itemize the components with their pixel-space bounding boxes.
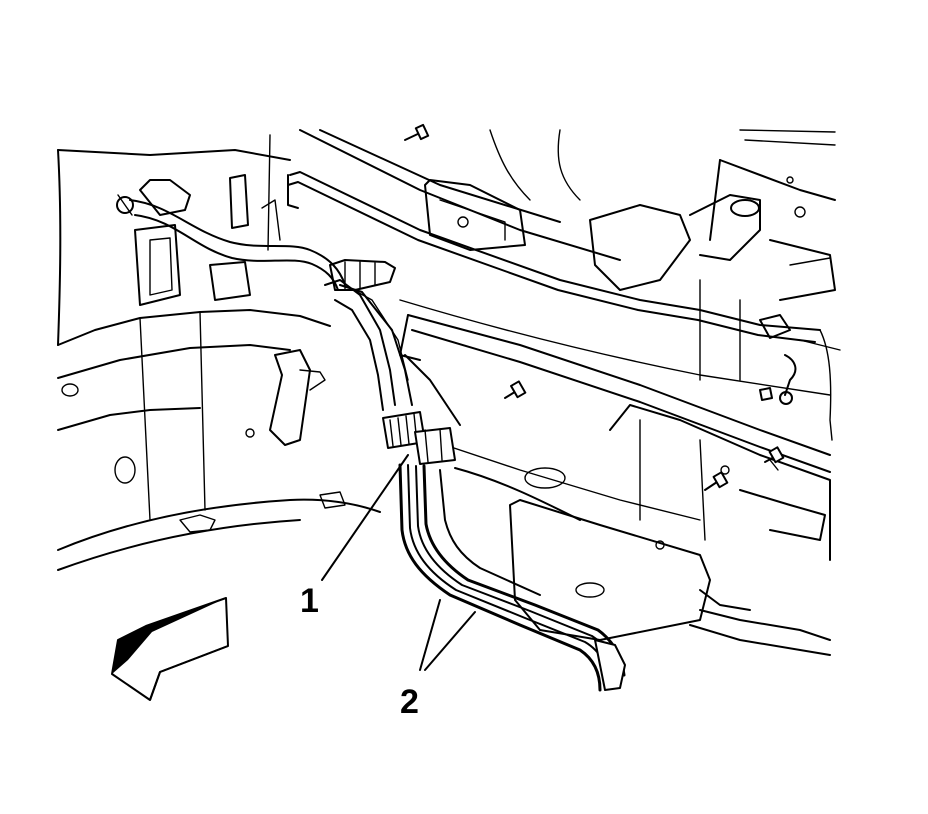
callout-2-label: 2 xyxy=(400,683,419,721)
frame-structure xyxy=(299,129,836,381)
coolant-hose xyxy=(116,179,346,306)
callout-leaders xyxy=(321,454,476,671)
pipe-retaining-clip xyxy=(382,411,456,465)
front-direction-arrow-icon xyxy=(111,597,229,701)
lower-right-structure xyxy=(509,404,831,656)
callout-2-leader-a xyxy=(419,599,441,671)
cross-member xyxy=(399,314,831,521)
upper-bolt-icon xyxy=(404,123,430,141)
callout-1-leader xyxy=(321,454,409,581)
upper-tubes xyxy=(287,171,831,396)
right-fittings xyxy=(759,314,841,441)
inner-fender-panel xyxy=(57,149,381,571)
callout-1-label: 1 xyxy=(300,582,319,620)
pipe-bundle-lower xyxy=(398,463,626,692)
pipe-bundle-upper xyxy=(324,259,461,426)
upper-brackets xyxy=(209,134,281,301)
mid-bolt-icon xyxy=(504,380,785,491)
strut-bracket xyxy=(269,349,326,446)
callout-2-leader-b xyxy=(424,611,476,671)
